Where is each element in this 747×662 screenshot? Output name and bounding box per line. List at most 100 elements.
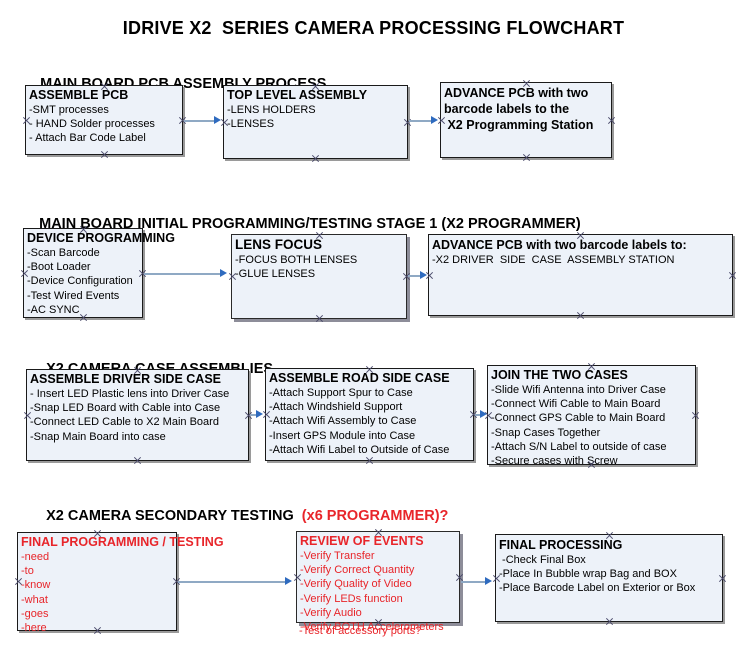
box-title: TOP LEVEL ASSEMBLY bbox=[227, 88, 368, 102]
connector-arrow-4-1 bbox=[285, 577, 292, 585]
connection-handle-top[interactable] bbox=[100, 82, 109, 91]
box-line: -Attach Windshield Support bbox=[269, 401, 403, 414]
box-line: -LENSES bbox=[227, 118, 275, 131]
connector-arrow-1-1 bbox=[214, 116, 221, 124]
box-line: -Connect GPS Cable to Main Board bbox=[491, 412, 666, 425]
connection-handle-bottom[interactable] bbox=[79, 313, 88, 322]
box-title: ASSEMBLE PCB bbox=[29, 88, 129, 102]
connection-handle-right[interactable] bbox=[718, 574, 727, 583]
connection-handle-left[interactable] bbox=[22, 116, 31, 125]
box-line-overflow: -Test of accessory ports? bbox=[299, 625, 422, 637]
box-line: -Insert GPS Module into Case bbox=[269, 429, 416, 442]
connector-arrow-3-2 bbox=[480, 410, 487, 418]
box-line: -LENS HOLDERS bbox=[227, 104, 316, 116]
connection-handle-bottom[interactable] bbox=[93, 626, 102, 635]
connection-handle-right[interactable] bbox=[728, 271, 737, 280]
connection-handle-right[interactable] bbox=[691, 411, 700, 420]
box-title: FINAL PROGRAMMING / TESTING bbox=[21, 535, 224, 549]
connection-handle-bottom[interactable] bbox=[133, 456, 142, 465]
connection-handle-right[interactable] bbox=[607, 116, 616, 125]
flow-box-lens-focus[interactable]: LENS FOCUS -FOCUS BOTH LENSES -GLUE LENS… bbox=[231, 234, 407, 319]
box-line: -Verify LEDs function bbox=[300, 592, 403, 605]
connection-handle-top[interactable] bbox=[365, 365, 374, 374]
section-heading-4-text: X2 CAMERA SECONDARY TESTING bbox=[46, 508, 302, 524]
connector-1-2 bbox=[409, 120, 433, 122]
box-line: -Connect LED Cable to X2 Main Board bbox=[30, 416, 219, 429]
flow-box-final-programming-testing[interactable]: FINAL PROGRAMMING / TESTING -need -to -k… bbox=[14, 529, 224, 634]
connection-handle-top[interactable] bbox=[79, 225, 88, 234]
box-line: -Attach S/N Label to outside of case bbox=[491, 440, 667, 453]
connection-handle-top[interactable] bbox=[587, 362, 596, 371]
connection-handle-left[interactable] bbox=[228, 272, 237, 281]
connection-handle-top[interactable] bbox=[605, 531, 614, 540]
box-line: -FOCUS BOTH LENSES bbox=[235, 254, 358, 266]
box-line: barcode labels to the bbox=[444, 102, 570, 116]
box-title: LENS FOCUS bbox=[235, 237, 323, 252]
connection-handle-right[interactable] bbox=[403, 118, 412, 127]
box-line: -know bbox=[21, 579, 51, 592]
box-line: -AC SYNC bbox=[27, 303, 80, 316]
box-title: DEVICE PROGRAMMING bbox=[27, 231, 175, 245]
connection-handle-bottom[interactable] bbox=[311, 154, 320, 163]
connection-handle-bottom[interactable] bbox=[100, 150, 109, 159]
connector-2-1 bbox=[144, 273, 222, 275]
flow-box-top-level-assembly[interactable]: TOP LEVEL ASSEMBLY -LENS HOLDERS -LENSES bbox=[223, 85, 408, 159]
section-heading-4: X2 CAMERA SECONDARY TESTING (x6 PROGRAMM… bbox=[30, 492, 448, 540]
connection-handle-bottom[interactable] bbox=[522, 153, 531, 162]
section-heading-4-accent: (x6 PROGRAMMER)? bbox=[301, 508, 449, 524]
box-line: -Check Final Box bbox=[499, 554, 586, 566]
connection-handle-left[interactable] bbox=[293, 573, 302, 582]
connection-handle-top[interactable] bbox=[315, 231, 324, 240]
box-line: -Snap LED Board with Cable into Case bbox=[30, 402, 221, 415]
flow-box-assemble-driver-side-case[interactable]: ASSEMBLE DRIVER SIDE CASE - Insert LED P… bbox=[26, 369, 249, 461]
box-line: -X2 DRIVER SIDE CASE ASSEMBLY STATION bbox=[432, 254, 675, 266]
box-line: -Place Barcode Label on Exterior or Box bbox=[499, 582, 696, 595]
flow-box-advance-pcb-driver-side-case[interactable]: ADVANCE PCB with two barcode labels to: … bbox=[428, 234, 733, 316]
flow-box-advance-pcb-programming-station[interactable]: ADVANCE PCB with two barcode labels to t… bbox=[440, 82, 612, 158]
box-line: -Verify Audio bbox=[300, 606, 362, 619]
section-heading-2-text: MAIN BOARD INITIAL PROGRAMMING/TESTING S… bbox=[39, 216, 581, 232]
connection-handle-bottom[interactable] bbox=[315, 314, 324, 323]
box-line: -GLUE LENSES bbox=[235, 268, 316, 281]
box-line: -Test Wired Events bbox=[27, 289, 120, 302]
connector-arrow-4-2 bbox=[485, 577, 492, 585]
box-title: ADVANCE PCB with two bbox=[444, 86, 589, 100]
connection-handle-left[interactable] bbox=[23, 411, 32, 420]
connector-4-2 bbox=[461, 581, 487, 583]
box-line: -need bbox=[21, 551, 50, 563]
connection-handle-top[interactable] bbox=[311, 82, 320, 91]
box-line: -Snap Cases Together bbox=[491, 426, 601, 439]
connection-handle-left[interactable] bbox=[14, 577, 23, 586]
box-line: -Attach Wifi Assembly to Case bbox=[269, 415, 417, 428]
connection-handle-top[interactable] bbox=[576, 231, 585, 240]
connector-2-2 bbox=[408, 275, 422, 277]
connection-handle-bottom[interactable] bbox=[576, 311, 585, 320]
connector-3-2 bbox=[475, 414, 483, 416]
box-line: -Device Configuration bbox=[27, 275, 133, 288]
box-line: -Place In Bubble wrap Bag and BOX bbox=[499, 568, 677, 581]
flow-box-assemble-road-side-case[interactable]: ASSEMBLE ROAD SIDE CASE -Attach Support … bbox=[265, 368, 474, 461]
box-line: -what bbox=[21, 593, 48, 606]
connection-handle-top[interactable] bbox=[522, 79, 531, 88]
connection-handle-left[interactable] bbox=[492, 574, 501, 583]
box-line: -Attach Support Spur to Case bbox=[269, 387, 413, 399]
flow-box-review-of-events[interactable]: REVIEW OF EVENTS -Verify Transfer -Verif… bbox=[293, 528, 460, 633]
flow-box-join-the-two-cases[interactable]: JOIN THE TWO CASES -Slide Wifi Antenna i… bbox=[487, 362, 696, 467]
box-line: -Verify BOTH Accelerometers bbox=[300, 621, 444, 634]
connector-arrow-2-1 bbox=[220, 269, 227, 277]
flow-box-device-programming[interactable]: DEVICE PROGRAMMING -Scan Barcode -Boot L… bbox=[20, 225, 175, 318]
connection-handle-bottom[interactable] bbox=[365, 456, 374, 465]
flow-box-assemble-pcb[interactable]: ASSEMBLE PCB -SMT processes - HAND Solde… bbox=[25, 85, 183, 155]
connection-handle-bottom[interactable] bbox=[587, 460, 596, 469]
connection-handle-top[interactable] bbox=[133, 366, 142, 375]
box-line: -Scan Barcode bbox=[27, 247, 100, 259]
connection-handle-top[interactable] bbox=[93, 529, 102, 538]
flow-box-final-processing[interactable]: FINAL PROCESSING -Check Final Box -Place… bbox=[495, 534, 723, 622]
connection-handle-top[interactable] bbox=[374, 528, 383, 537]
box-title: FINAL PROCESSING bbox=[499, 538, 623, 552]
connection-handle-left[interactable] bbox=[20, 269, 29, 278]
box-line: -to bbox=[21, 565, 34, 578]
box-line: -Attach Wifi Label to Outside of Case bbox=[269, 443, 450, 456]
connection-handle-bottom[interactable] bbox=[605, 617, 614, 626]
